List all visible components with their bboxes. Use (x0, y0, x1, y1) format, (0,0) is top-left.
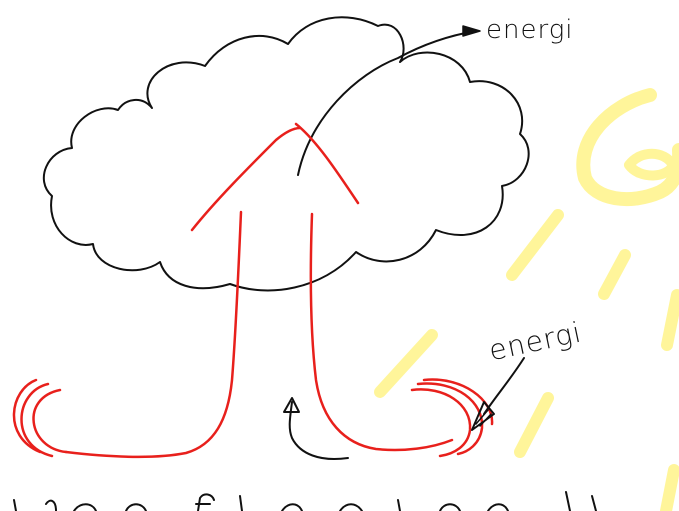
sun-ray-6 (666, 470, 674, 511)
sun-ray-2 (604, 255, 625, 294)
bottom-scribble (14, 492, 596, 511)
cloud-outline (44, 17, 529, 290)
top-energy-arrow (298, 26, 480, 175)
top-energy-arrow-head (463, 26, 480, 36)
sun-arc (583, 95, 679, 199)
sun-ray-5 (667, 295, 677, 345)
heat-column-left (66, 212, 241, 457)
sun-ray-1 (512, 215, 558, 275)
label-top-energy: energi (486, 15, 574, 45)
sun-inner-arc (629, 154, 673, 176)
bottom-scribble-strokes (14, 492, 596, 511)
heat-swirl-right-1 (412, 389, 470, 456)
heat-swirl-right-2 (418, 384, 482, 454)
heat-peak-left (192, 128, 300, 230)
heat-peak-right (296, 124, 358, 203)
side-energy-arrow (472, 358, 524, 430)
side-energy-arrow-line (484, 358, 524, 414)
label-side-energy: energi (486, 316, 585, 368)
heat-swirl-left-1 (34, 390, 66, 452)
sun-ray-4 (520, 398, 548, 452)
